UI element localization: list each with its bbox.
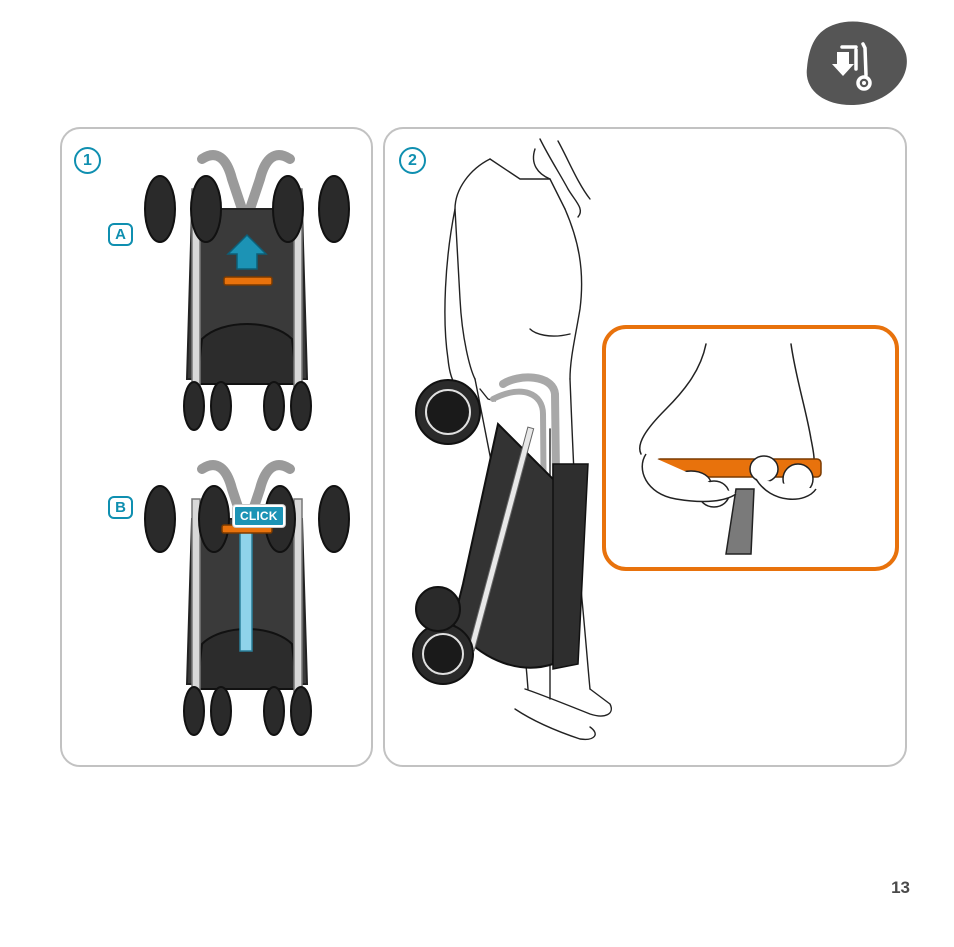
folded-stroller-illustration bbox=[403, 364, 603, 709]
substep-label-b: B bbox=[108, 496, 133, 519]
step-number: 1 bbox=[74, 147, 101, 174]
handle-detail-inset bbox=[602, 325, 899, 571]
fold-stroller-badge bbox=[806, 20, 908, 106]
page-number: 13 bbox=[870, 878, 910, 898]
substep-label-a: A bbox=[108, 223, 133, 246]
click-callout: CLICK bbox=[233, 505, 285, 527]
hand-gripping-handle-illustration bbox=[606, 329, 895, 567]
stroller-illustration-a bbox=[142, 149, 352, 434]
step-1-panel: 1 A B bbox=[60, 127, 373, 767]
stroller-illustration-b bbox=[142, 459, 352, 739]
